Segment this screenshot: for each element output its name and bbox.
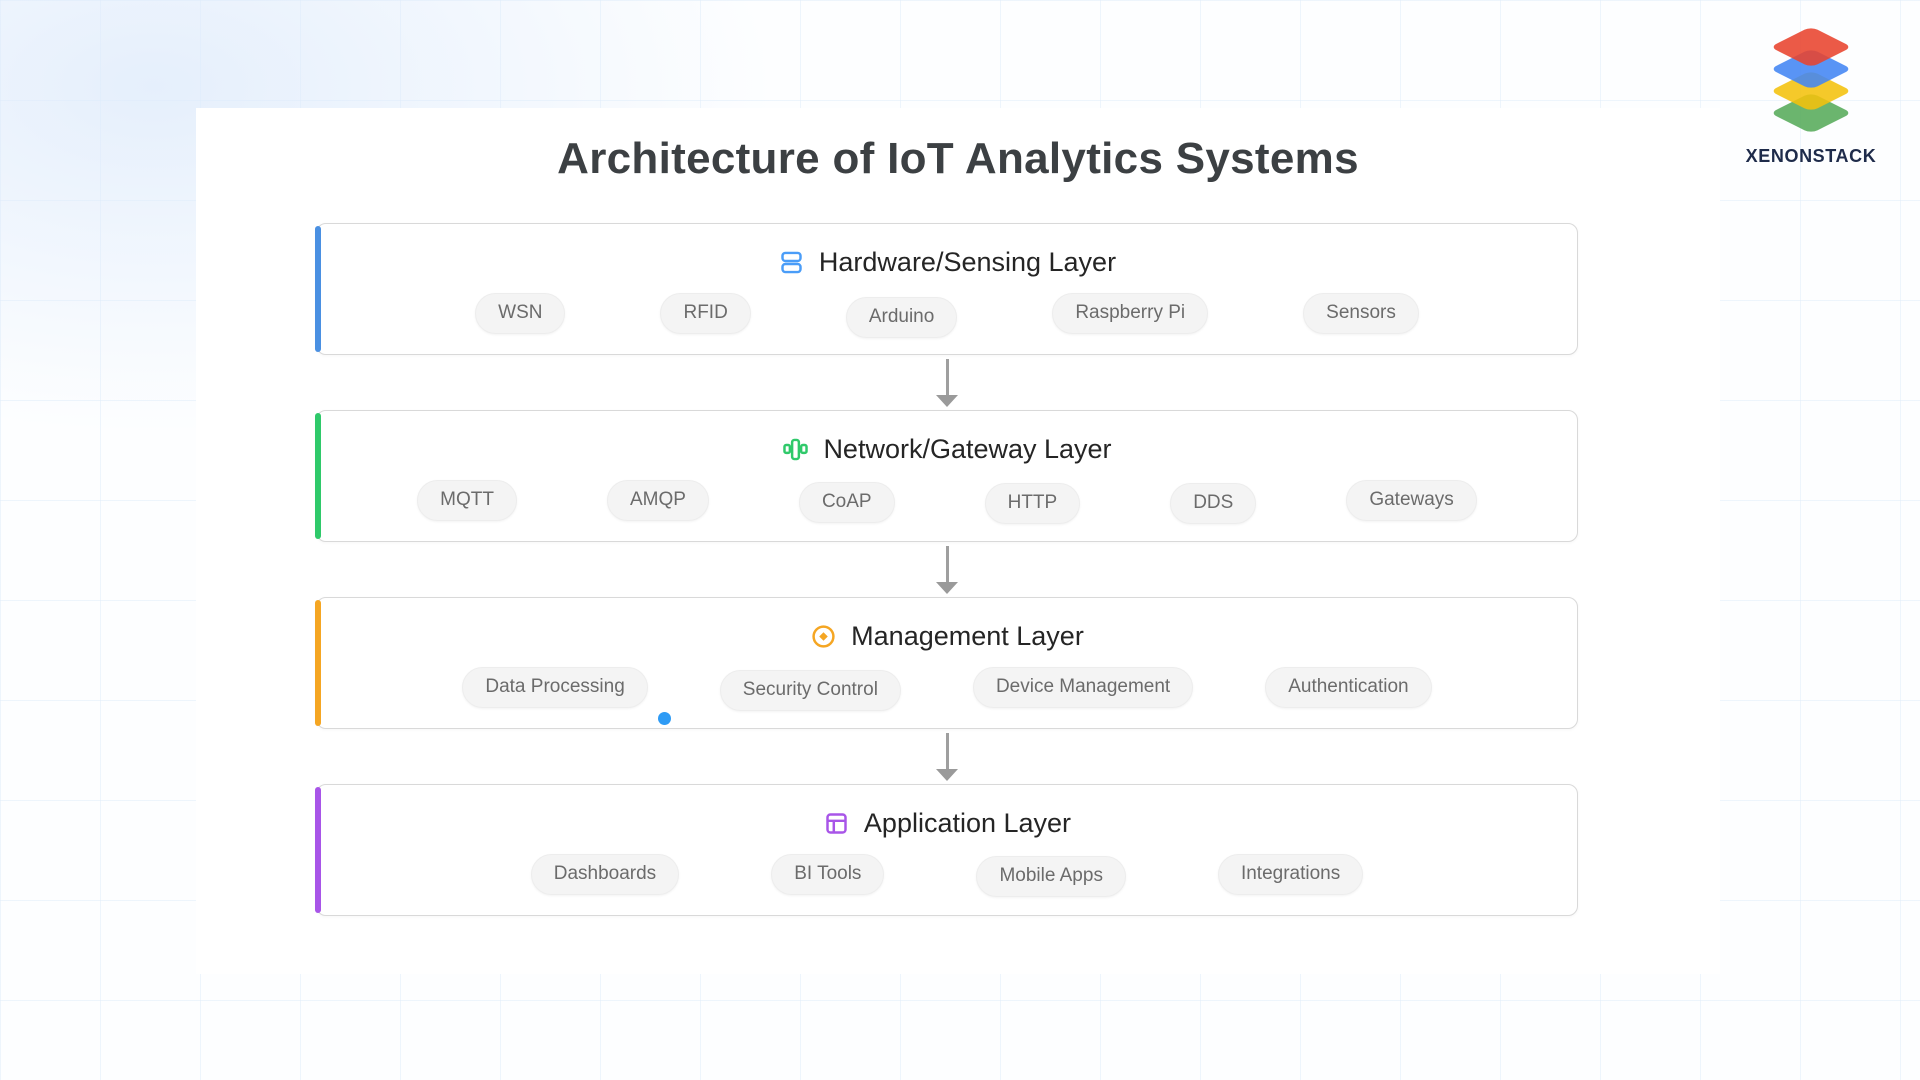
hardware-accent-bar bbox=[315, 226, 321, 352]
network-layer-header: Network/Gateway Layer bbox=[317, 411, 1577, 465]
xenonstack-stack-icon bbox=[1756, 26, 1866, 138]
application-layer-header: Application Layer bbox=[317, 785, 1577, 839]
application-accent-bar bbox=[315, 787, 321, 913]
diagram-card: Architecture of IoT Analytics Systems Ha… bbox=[196, 108, 1720, 974]
management-layer-header: Management Layer bbox=[317, 598, 1577, 652]
logo-wordmark: XENONSTACK bbox=[1745, 146, 1877, 166]
chip: Authentication bbox=[1265, 667, 1432, 708]
chip: MQTT bbox=[417, 480, 517, 521]
chip: Sensors bbox=[1303, 293, 1419, 334]
application-layer-title: Application Layer bbox=[863, 808, 1072, 838]
hardware-chips: WSN RFID Arduino Raspberry Pi Sensors bbox=[317, 293, 1577, 338]
network-layer-title: Network/Gateway Layer bbox=[823, 434, 1112, 464]
network-chips: MQTT AMQP CoAP HTTP DDS Gateways bbox=[317, 480, 1577, 524]
chip: AMQP bbox=[607, 480, 709, 521]
chip: Security Control bbox=[719, 670, 901, 711]
hardware-layer-header: Hardware/Sensing Layer bbox=[317, 224, 1577, 278]
chip: BI Tools bbox=[771, 854, 885, 895]
blue-dot bbox=[658, 712, 671, 725]
management-chips: Data Processing Security Control Device Ma… bbox=[317, 667, 1577, 711]
chip: Gateways bbox=[1346, 480, 1477, 521]
network-accent-bar bbox=[315, 413, 321, 539]
chip: Integrations bbox=[1217, 854, 1364, 895]
chip: HTTP bbox=[984, 483, 1081, 524]
layer-stack: Hardware/Sensing Layer WSN RFID Arduino Ras… bbox=[315, 223, 1578, 916]
logo-layer-red bbox=[1769, 26, 1853, 68]
chip: Mobile Apps bbox=[976, 856, 1126, 897]
chip: CoAP bbox=[798, 482, 895, 523]
server-icon bbox=[778, 249, 805, 276]
chip: Arduino bbox=[845, 297, 958, 338]
management-layer-title: Management Layer bbox=[851, 621, 1084, 651]
xenonstack-logo: XENONSTACK bbox=[1726, 26, 1896, 167]
hardware-layer-title: Hardware/Sensing Layer bbox=[818, 247, 1117, 277]
layout-icon bbox=[823, 810, 850, 837]
target-icon bbox=[810, 623, 837, 650]
layer-application: Application Layer Dashboards BI Tools Mobi… bbox=[315, 784, 1578, 916]
chip: Raspberry Pi bbox=[1052, 293, 1209, 334]
chip: Data Processing bbox=[462, 667, 648, 708]
page-title: Architecture of IoT Analytics Systems bbox=[557, 134, 1359, 183]
network-icon bbox=[782, 436, 809, 463]
layer-network-gateway: Network/Gateway Layer MQTT AMQP CoAP HTTP DD… bbox=[315, 410, 1578, 542]
down-arrow bbox=[316, 542, 1578, 597]
down-arrow bbox=[316, 729, 1578, 784]
chip: Dashboards bbox=[530, 854, 680, 895]
chip: DDS bbox=[1170, 483, 1257, 524]
down-arrow bbox=[316, 355, 1578, 410]
layer-hardware-sensing: Hardware/Sensing Layer WSN RFID Arduino Ras… bbox=[315, 223, 1578, 355]
chip: RFID bbox=[660, 293, 751, 334]
application-chips: Dashboards BI Tools Mobile Apps Integration… bbox=[317, 854, 1577, 897]
layer-management: Management Layer Data Processing Security… bbox=[315, 597, 1578, 729]
management-accent-bar bbox=[315, 600, 321, 726]
chip: WSN bbox=[475, 293, 566, 334]
chip: Device Management bbox=[972, 667, 1194, 708]
